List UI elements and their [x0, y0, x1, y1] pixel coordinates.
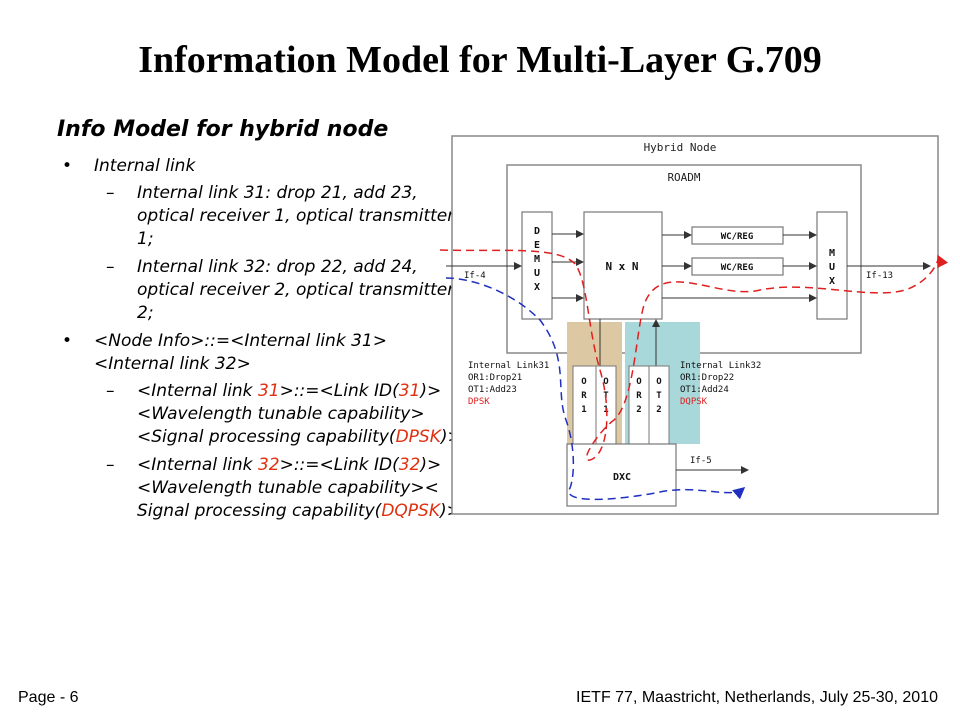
ot2-letter: 2 — [656, 405, 661, 415]
il31-mod: DPSK — [468, 397, 490, 407]
red-signal-path — [439, 249, 949, 461]
def31-link-id: 31 — [398, 381, 421, 401]
internal-link-31-info: Internal Link31 OR1:Drop21 OT1:Add23 DPS… — [468, 361, 549, 407]
dxc-block — [566, 443, 677, 507]
demux-letters: D E M U X — [534, 226, 540, 293]
ot1-letter: O — [603, 377, 609, 387]
mux-letter: M — [829, 248, 835, 259]
internal-link-32-info: Internal Link32 OR1:Drop22 OT1:Add24 DQP… — [680, 361, 761, 407]
internal-arrows — [446, 230, 931, 366]
def32-text-3: )><Wavelength tunable capability>< Signa… — [137, 455, 442, 521]
def31-link-number: 31 — [257, 381, 280, 401]
bullet-internal-link-32: Internal link 32: drop 22, add 24, optic… — [62, 256, 462, 325]
or1-letter: R — [581, 391, 587, 401]
or1-letter: O — [581, 377, 587, 387]
demux-block — [521, 211, 553, 320]
il31-title: Internal Link31 — [468, 361, 549, 371]
def32-text-2: >::=<Link ID( — [279, 455, 399, 475]
bullet-node-info: <Node Info>::=<Internal link 31><Interna… — [62, 330, 462, 376]
def32-text-1: <Internal link — [137, 455, 258, 475]
bullet-internal-link-31: Internal link 31: drop 21, add 23, optic… — [62, 182, 462, 251]
demux-letter: D — [534, 226, 540, 237]
demux-letter: X — [534, 282, 540, 293]
bullet-definition-32: <Internal link 32>::=<Link ID(32)><Wavel… — [62, 454, 462, 523]
ot2-letter: O — [656, 377, 662, 387]
if-13-label: If-13 — [866, 271, 893, 281]
def31-signal: DPSK — [395, 427, 441, 447]
if-4-label: If-4 — [464, 271, 486, 281]
footer-page-number: Page - 6 — [18, 689, 79, 706]
mux-letters: M U X — [829, 248, 835, 287]
hybrid-node-label: Hybrid Node — [644, 141, 717, 154]
or2-letter: O — [636, 377, 642, 387]
nxn-label: N x N — [605, 260, 638, 273]
ot2-letter: T — [656, 391, 662, 401]
demux-letter: U — [534, 268, 540, 279]
def31-text-3: )><Wavelength tunable capability><Signal… — [137, 381, 442, 447]
wc-reg-1-label: WC/REG — [721, 232, 754, 242]
il32-title: Internal Link32 — [680, 361, 761, 371]
il32-or: OR1:Drop22 — [680, 373, 734, 383]
def32-link-id: 32 — [398, 455, 421, 475]
bullet-definition-31: <Internal link 31>::=<Link ID(31)><Wavel… — [62, 380, 462, 449]
mux-block — [816, 211, 848, 320]
demux-letter: M — [534, 254, 540, 265]
il32-mod: DQPSK — [680, 397, 708, 407]
def31-text-2: >::=<Link ID( — [279, 381, 399, 401]
nxn-switch — [583, 211, 663, 320]
bullet-list: Internal link Internal link 31: drop 21,… — [62, 155, 462, 528]
or2-letter: 2 — [636, 405, 641, 415]
def32-link-number: 32 — [257, 455, 280, 475]
if-5-label: If-5 — [690, 456, 712, 466]
footer-event: IETF 77, Maastricht, Netherlands, July 2… — [576, 689, 938, 706]
slide-title: Information Model for Multi-Layer G.709 — [138, 39, 822, 81]
il32-ot: OT1:Add24 — [680, 385, 729, 395]
def31-text-1: <Internal link — [137, 381, 258, 401]
demux-letter: E — [534, 240, 540, 251]
subheading: Info Model for hybrid node — [57, 117, 389, 142]
il31-or: OR1:Drop21 — [468, 373, 522, 383]
def32-signal: DQPSK — [381, 501, 440, 521]
dxc-label: DXC — [613, 472, 631, 483]
or1-letter: 1 — [581, 405, 586, 415]
roadm-label: ROADM — [667, 171, 700, 184]
mux-letter: X — [829, 276, 835, 287]
mux-letter: U — [829, 262, 835, 273]
bullet-internal-link: Internal link — [62, 155, 462, 178]
wc-reg-2-label: WC/REG — [721, 263, 754, 273]
roadm-box — [506, 164, 862, 354]
il31-ot: OT1:Add23 — [468, 385, 517, 395]
or2-letter: R — [636, 391, 642, 401]
